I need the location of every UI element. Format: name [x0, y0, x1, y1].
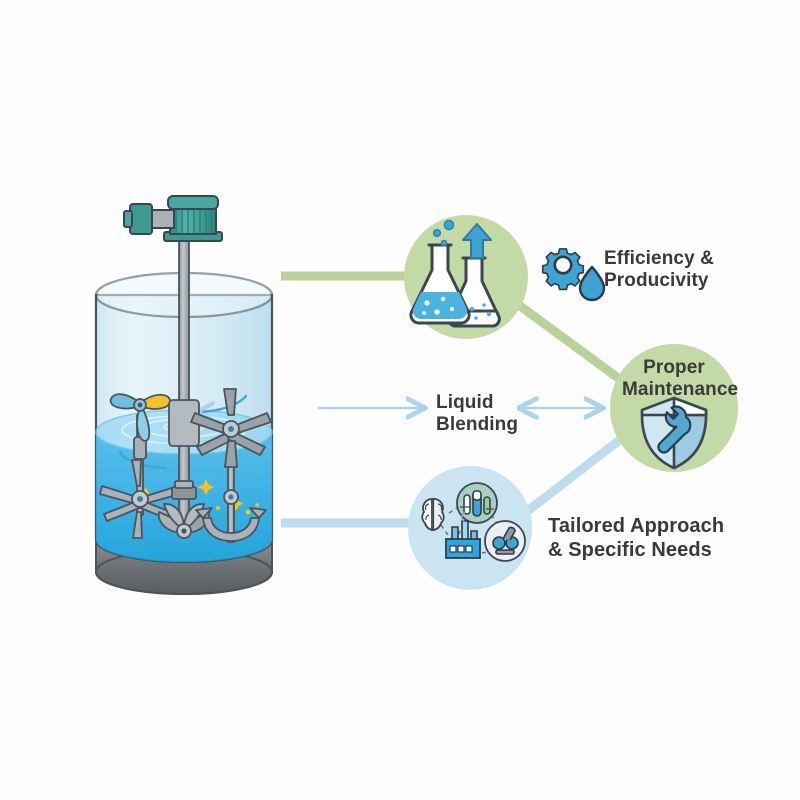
test-tubes-icon	[456, 482, 498, 524]
mixing-tank	[94, 195, 274, 595]
water-drop-icon	[578, 265, 606, 302]
efficiency-label-line1: Efficiency &	[604, 248, 714, 269]
efficiency-label: Efficiency &Producivity	[604, 248, 714, 293]
impeller-six-blade-turbine	[190, 388, 272, 521]
motor-cap	[167, 195, 219, 210]
motor-fins	[175, 207, 212, 233]
node-tailored[interactable]	[408, 466, 532, 590]
shield-wrench-icon	[640, 396, 708, 470]
flasks-icon	[409, 219, 501, 328]
impeller-group	[99, 234, 272, 543]
liquid-blending-line2: Blending	[436, 414, 519, 436]
microscope-icon	[484, 520, 526, 562]
maintenance-label-line1: Proper	[643, 357, 705, 378]
gearbox-housing	[129, 203, 153, 235]
maintenance-label-line2: Maintenance	[622, 379, 739, 401]
liquid-blending-line1: Liquid	[436, 392, 494, 413]
flask-rising-bubbles	[432, 219, 455, 247]
flask-bubbles-front	[422, 296, 454, 315]
tailored-label: Tailored Approach& Specific Needs	[548, 515, 724, 562]
up-arrow-icon	[462, 223, 492, 259]
tailored-label-line2: & Specific Needs	[548, 538, 712, 561]
flask-liquid-front	[412, 292, 468, 320]
node-maintenance[interactable]	[610, 344, 738, 472]
motor-body	[169, 205, 217, 235]
tank-motor-assembly	[123, 195, 223, 242]
impeller-anchor-agitator	[195, 489, 267, 543]
efficiency-label-line2: Producivity	[604, 270, 709, 292]
tailored-label-line1: Tailored Approach	[548, 515, 725, 537]
gear-icon	[541, 248, 585, 291]
flask-bubbles-back	[469, 303, 492, 320]
node-efficiency[interactable]	[404, 166, 609, 339]
brain-icon	[421, 498, 445, 531]
factory-icon	[445, 511, 481, 559]
gearbox-end	[123, 210, 133, 228]
shaft-coupling	[168, 399, 200, 500]
